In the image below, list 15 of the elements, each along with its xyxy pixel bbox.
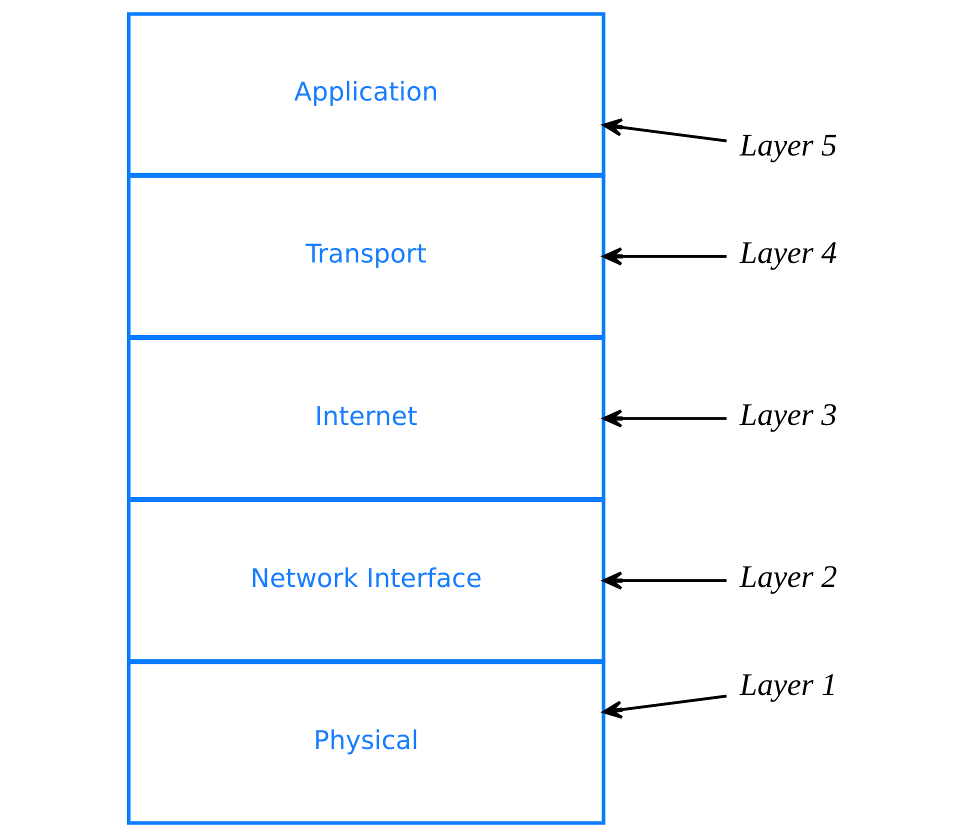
node-box: Transport (126, 174, 605, 339)
node-box: Physical (126, 660, 605, 825)
node-text: Layer 3 (739, 397, 837, 432)
node-box: Internet (126, 336, 605, 501)
arrow (602, 694, 726, 719)
arrow (602, 409, 726, 428)
node-text: Layer 2 (739, 559, 837, 594)
node-text: Layer 1 (739, 666, 837, 702)
arrow (602, 118, 726, 142)
node-box: Application (126, 12, 605, 176)
node-box: Network Interface (126, 498, 605, 663)
node-text: Layer 4 (739, 235, 837, 270)
node-text: Layer 5 (739, 127, 837, 162)
arrow (602, 247, 726, 266)
arrow (602, 571, 726, 590)
